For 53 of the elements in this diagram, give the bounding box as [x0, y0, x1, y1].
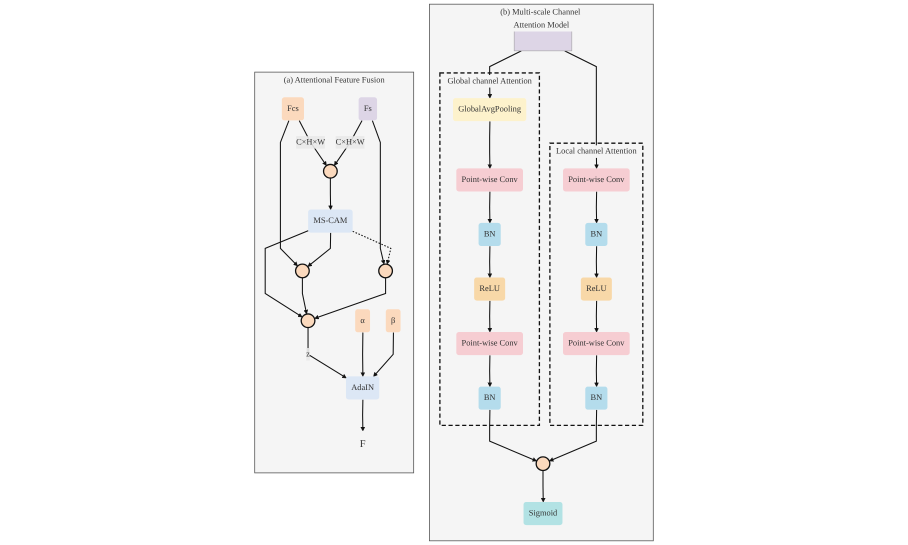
node-bar — [514, 29, 572, 52]
arrow — [488, 355, 492, 388]
arrow — [360, 332, 366, 377]
node-box: Sigmoid — [524, 502, 562, 526]
node-circle — [378, 263, 394, 278]
node-circle — [536, 456, 550, 472]
arrow — [308, 328, 347, 378]
node-circle — [322, 164, 338, 179]
edge-label: C×H×W — [296, 138, 326, 147]
arrow — [360, 400, 366, 432]
node-box: AdaIN — [346, 376, 380, 400]
arrow — [488, 192, 492, 224]
edge-label: z — [306, 350, 310, 359]
arrow — [488, 300, 492, 332]
arrow — [594, 246, 599, 278]
arrow — [594, 355, 599, 388]
arrow — [549, 410, 598, 462]
arrow — [352, 230, 392, 264]
node-box: Point-wise Conv — [563, 168, 630, 192]
node-box: BN — [478, 386, 501, 410]
node-box: BN — [585, 222, 608, 246]
node-box: ReLU — [580, 277, 612, 301]
node-text: F — [360, 438, 366, 450]
arrow — [308, 232, 332, 267]
arrow — [264, 230, 309, 318]
edge-label: C×H×W — [336, 138, 365, 147]
node-box: α — [355, 309, 370, 332]
node-box: Point-wise Conv — [456, 332, 523, 356]
arrow — [302, 278, 308, 314]
arrow — [328, 178, 333, 210]
node-box: ReLU — [474, 277, 506, 301]
node-box: Point-wise Conv — [563, 332, 630, 356]
arrow — [489, 410, 537, 462]
node-circle — [300, 313, 316, 328]
arrow — [594, 300, 599, 332]
arrow — [540, 470, 546, 502]
node-box: β — [386, 309, 401, 332]
arrow — [488, 246, 492, 278]
node-box: MS-CAM — [308, 210, 353, 233]
arrow — [594, 192, 599, 224]
arrow — [488, 121, 492, 169]
node-box: BN — [585, 386, 608, 410]
arrow — [564, 50, 599, 169]
node-box: Fcs — [282, 97, 304, 120]
node-box: GlobalAvgPooling — [453, 98, 526, 122]
node-box: Point-wise Conv — [456, 168, 523, 192]
node-box: BN — [478, 222, 501, 246]
node-circle — [294, 263, 310, 278]
arrow — [373, 332, 394, 377]
arrow — [372, 120, 386, 264]
node-box: Fs — [358, 97, 378, 120]
arrow — [314, 278, 386, 320]
arrow — [280, 120, 298, 266]
